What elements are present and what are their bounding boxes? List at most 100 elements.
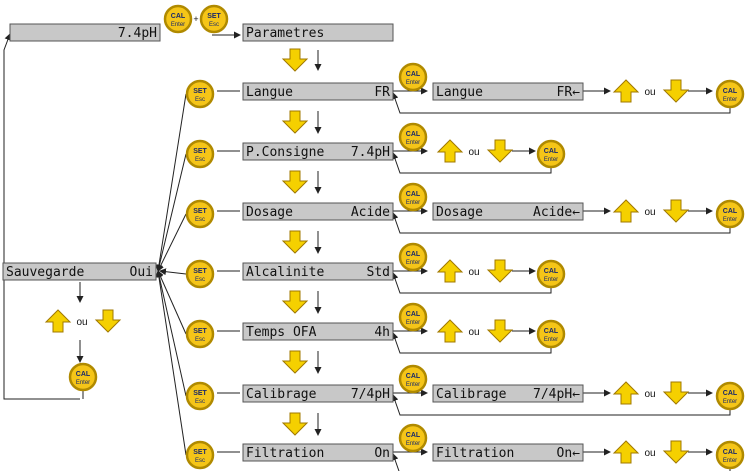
button-bottom-label: Enter — [406, 80, 420, 86]
button-top-label: CAL — [171, 13, 186, 20]
confirm-return-line — [391, 212, 731, 234]
or-label: ou — [76, 317, 87, 328]
lcd-label: Calibrage — [436, 387, 507, 402]
confirm-return-line — [391, 332, 552, 354]
button-bottom-label: Esc — [195, 337, 205, 343]
button-shape — [536, 139, 566, 169]
button-shape — [185, 440, 215, 470]
to-save-line — [157, 213, 187, 272]
button-shape — [536, 319, 566, 349]
cal-enter-button[interactable]: CAL Enter — [163, 4, 193, 34]
button-top-label: CAL — [723, 449, 738, 456]
button-shape — [163, 4, 193, 34]
confirm-return-line — [391, 152, 552, 174]
next-item-arrow-icon[interactable] — [281, 412, 309, 436]
button-shape — [715, 381, 745, 411]
up-arrow-icon[interactable] — [612, 199, 640, 223]
next-item-arrow-icon[interactable] — [281, 110, 309, 134]
lcd-value: On← — [557, 446, 581, 461]
down-arrow-icon[interactable] — [662, 440, 690, 464]
down-arrow-icon[interactable] — [486, 259, 514, 283]
up-arrow-icon[interactable] — [612, 381, 640, 405]
button-bottom-label: Enter — [406, 441, 420, 447]
button-top-label: SET — [193, 390, 207, 397]
to-save-line — [155, 153, 187, 272]
button-shape — [398, 302, 428, 332]
lcd-label: Dosage — [436, 205, 483, 220]
button-top-label: CAL — [406, 131, 421, 138]
next-item-arrow-icon[interactable] — [281, 170, 309, 194]
next-item-arrow-icon[interactable] — [281, 48, 309, 72]
next-item-arrow-icon[interactable] — [281, 230, 309, 254]
lcd-value: On — [374, 446, 390, 461]
down-arrow-icon[interactable] — [662, 79, 690, 103]
next-item-arrow-icon[interactable] — [281, 350, 309, 374]
lcd-value: 4h — [374, 325, 390, 340]
down-arrow-icon[interactable] — [486, 139, 514, 163]
button-shape — [185, 319, 215, 349]
lcd-panel — [242, 142, 394, 161]
button-bottom-label: Esc — [195, 277, 205, 283]
to-save-line — [155, 270, 187, 456]
down-arrow-icon[interactable] — [662, 199, 690, 223]
button-bottom-label: Enter — [723, 458, 737, 464]
up-arrow-icon[interactable] — [612, 440, 640, 464]
up-arrow-icon[interactable] — [436, 319, 464, 343]
button-top-label: CAL — [406, 432, 421, 439]
up-arrow-icon[interactable] — [44, 309, 72, 333]
button-bottom-label: Enter — [171, 22, 185, 28]
button-shape — [398, 122, 428, 152]
up-arrow-icon[interactable] — [612, 79, 640, 103]
button-top-label: SET — [193, 148, 207, 155]
down-arrow-icon[interactable] — [94, 309, 122, 333]
button-top-label: SET — [193, 449, 207, 456]
lcd-panel — [2, 262, 157, 281]
lcd-value: 7/4pH← — [533, 387, 580, 402]
lcd-value: Acide← — [533, 205, 580, 220]
down-arrow-icon[interactable] — [486, 319, 514, 343]
button-bottom-label: Esc — [195, 399, 205, 405]
button-bottom-label: Enter — [406, 320, 420, 326]
next-item-arrow-icon[interactable] — [281, 290, 309, 314]
set-esc-button[interactable]: SET Esc — [185, 381, 215, 411]
up-arrow-icon[interactable] — [436, 259, 464, 283]
down-arrow-icon[interactable] — [662, 381, 690, 405]
combo-plus-label: + — [193, 14, 198, 24]
button-top-label: CAL — [406, 311, 421, 318]
button-bottom-label: Enter — [544, 277, 558, 283]
cal-enter-button[interactable]: CAL Enter — [715, 440, 745, 470]
up-arrow-icon[interactable] — [436, 139, 464, 163]
button-shape — [185, 381, 215, 411]
cal-enter-button[interactable]: CAL Enter — [398, 302, 428, 332]
button-shape — [398, 423, 428, 453]
lcd-value: 7.4pH — [351, 145, 390, 160]
cal-enter-button[interactable]: CAL Enter — [536, 259, 566, 289]
lcd-label: Parametres — [246, 26, 324, 41]
button-shape — [398, 182, 428, 212]
cal-enter-button[interactable]: CAL Enter — [398, 423, 428, 453]
button-top-label: CAL — [544, 268, 559, 275]
lcd-value: Std — [367, 265, 390, 280]
button-bottom-label: Enter — [76, 380, 90, 386]
